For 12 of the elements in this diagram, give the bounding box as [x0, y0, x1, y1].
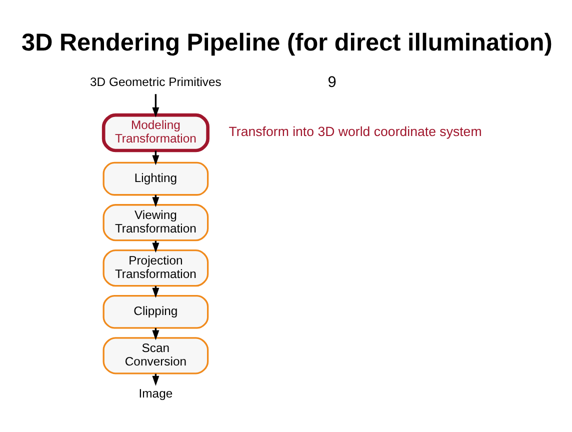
node-box: Lighting: [102, 161, 209, 196]
node-box: Scan Conversion: [102, 336, 209, 374]
node-box: Clipping: [102, 294, 209, 328]
node-text: 3D Geometric Primitives: [90, 74, 222, 88]
arrow: [152, 94, 160, 117]
node-label: Transform into 3D world coordinate system: [228, 124, 482, 139]
label: 9: [328, 73, 336, 90]
node-box: Modeling Transformation: [102, 112, 210, 152]
node-box: Projection Transformation: [102, 248, 209, 286]
node-box: Viewing Transformation: [102, 204, 209, 241]
node-text: Image: [138, 386, 173, 400]
diagram-title: 3D Rendering Pipeline (for direct illumination): [22, 28, 552, 56]
